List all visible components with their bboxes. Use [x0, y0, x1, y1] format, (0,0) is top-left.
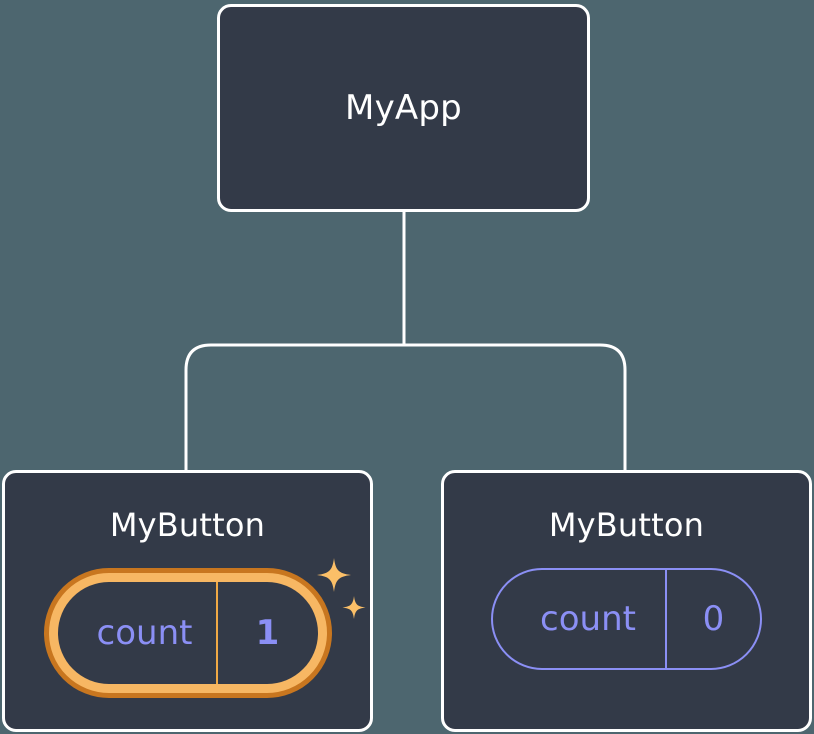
state-pill-count-highlighted[interactable]: count 1 [43, 568, 332, 698]
state-pill-count[interactable]: count 0 [491, 568, 762, 670]
connector-branch-bus [184, 343, 627, 472]
state-pill-inner: count 1 [57, 582, 318, 684]
state-value-label: 0 [665, 570, 760, 668]
node-mybutton-right-label: MyButton [548, 506, 705, 544]
state-value-label: 1 [215, 582, 318, 684]
node-myapp-label: MyApp [345, 88, 462, 128]
node-mybutton-right[interactable]: MyButton count 0 [441, 470, 812, 732]
state-key-label: count [96, 613, 193, 653]
node-mybutton-left-label: MyButton [109, 506, 266, 544]
node-mybutton-left[interactable]: MyButton count 1 [2, 470, 373, 732]
state-pill-wrap-left: count 1 [5, 568, 370, 698]
state-pill-wrap-right: count 0 [444, 568, 809, 670]
node-myapp[interactable]: MyApp [217, 4, 590, 212]
state-key-label: count [540, 599, 636, 639]
